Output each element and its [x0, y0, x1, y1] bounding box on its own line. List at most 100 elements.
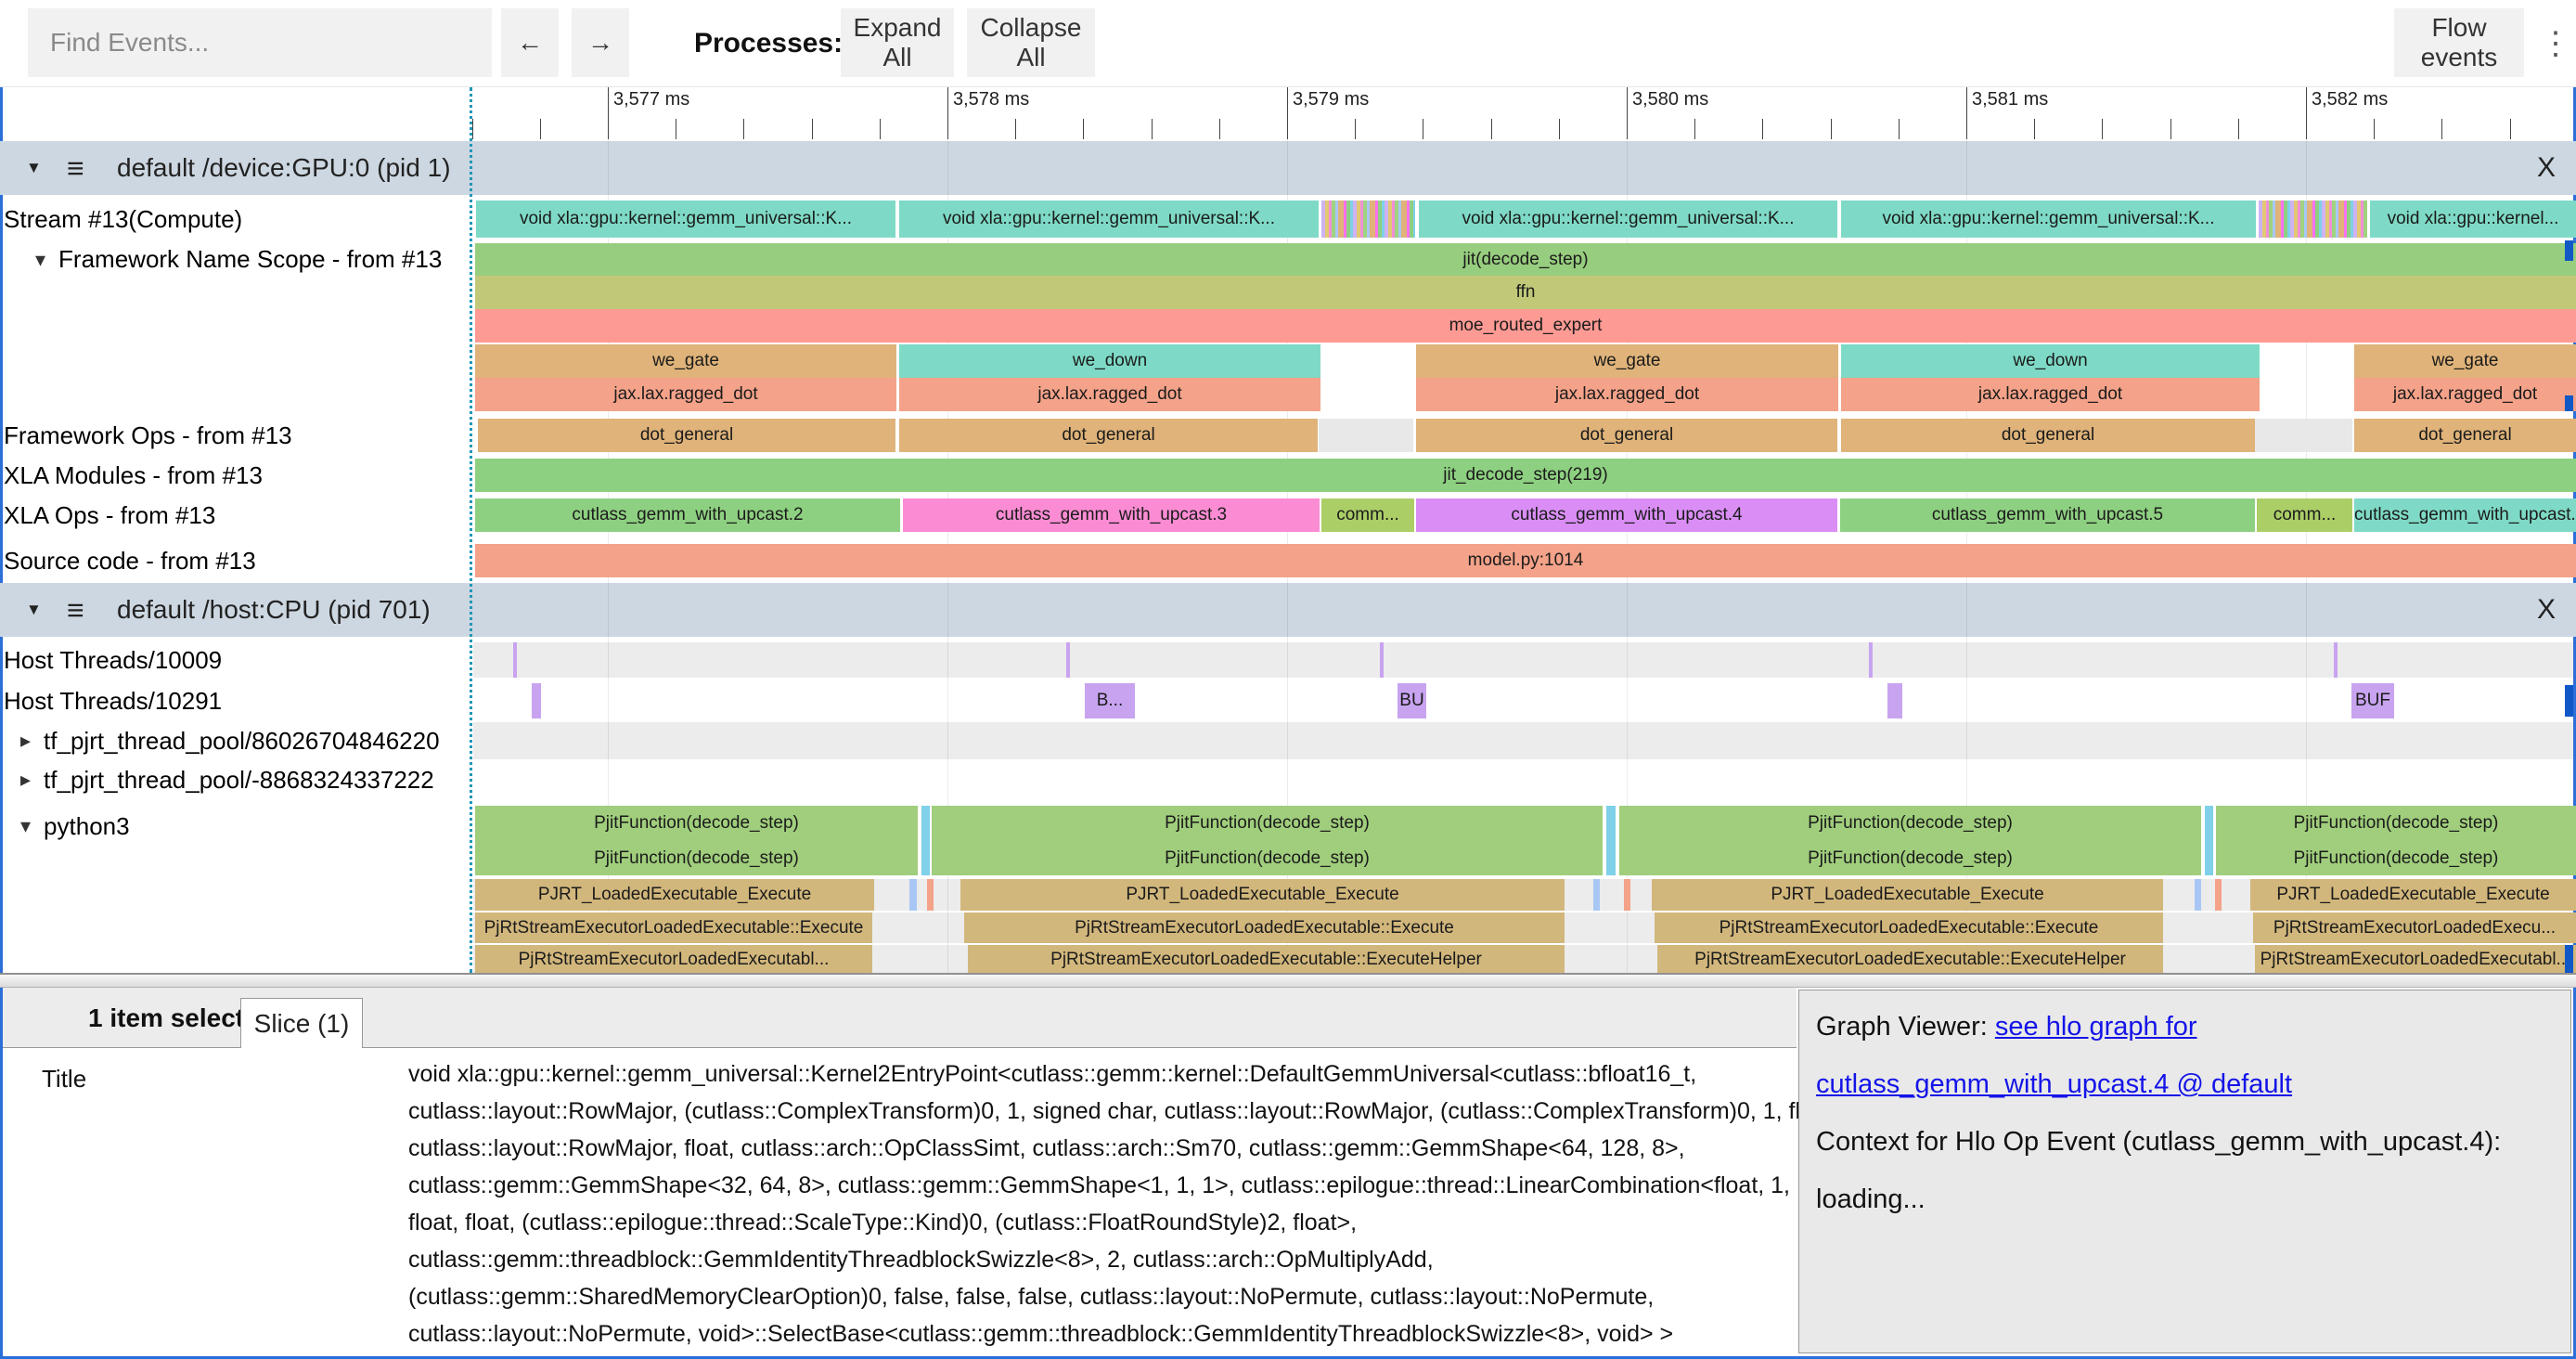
- timeline-slice[interactable]: [2259, 201, 2367, 238]
- timeline-slice[interactable]: [513, 642, 517, 678]
- timeline-slice[interactable]: we_down: [899, 344, 1320, 378]
- timeline-slice[interactable]: PJRT_LoadedExecutable_Execute: [960, 879, 1565, 911]
- timeline-slice[interactable]: [1606, 841, 1616, 875]
- timeline-slice[interactable]: PjRtStreamExecutorLoadedExecutable::Exec…: [1655, 912, 2163, 943]
- timeline-slice[interactable]: ffn: [475, 276, 2576, 309]
- track-label[interactable]: ▸tf_pjrt_thread_pool/86026704846220: [20, 722, 440, 759]
- panel-splitter[interactable]: [0, 973, 2576, 988]
- timeline-slice[interactable]: jax.lax.ragged_dot: [2354, 378, 2576, 411]
- timeline-slice[interactable]: [2205, 806, 2213, 841]
- timeline-slice[interactable]: cutlass_gemm_with_upcast.6: [2354, 498, 2576, 532]
- timeline-slice[interactable]: jit(decode_step): [475, 243, 2576, 276]
- timeline-slice[interactable]: [1869, 642, 1873, 678]
- timeline-slice[interactable]: jax.lax.ragged_dot: [475, 378, 896, 411]
- timeline-slice[interactable]: comm...: [1321, 498, 1414, 532]
- timeline-slice[interactable]: void xla::gpu::kernel...: [2370, 201, 2576, 238]
- next-event-button[interactable]: →: [572, 8, 629, 77]
- search-input[interactable]: [28, 8, 492, 77]
- timeline-slice[interactable]: [1593, 879, 1600, 911]
- close-icon[interactable]: X: [2537, 583, 2556, 637]
- timeline-slice[interactable]: [1319, 419, 1413, 452]
- timeline-slice[interactable]: [2255, 419, 2352, 452]
- chevron-right-icon[interactable]: ▸: [20, 729, 31, 753]
- timeline-slice[interactable]: we_down: [1841, 344, 2260, 378]
- timeline-slice[interactable]: [1380, 642, 1384, 678]
- menu-icon[interactable]: ≡: [67, 583, 84, 637]
- timeline-slice[interactable]: PjRtStreamExecutorLoadedExecutabl...: [475, 945, 872, 975]
- timeline-slice[interactable]: cutlass_gemm_with_upcast.3: [903, 498, 1320, 532]
- timeline-slice[interactable]: [909, 879, 917, 911]
- timeline-slice[interactable]: PjitFunction(decode_step): [932, 806, 1603, 841]
- timeline-slice[interactable]: model.py:1014: [475, 544, 2576, 577]
- timeline-slice[interactable]: void xla::gpu::kernel::gemm_universal::K…: [1841, 201, 2256, 238]
- timeline-slice[interactable]: PjitFunction(decode_step): [475, 841, 918, 875]
- timeline-slice[interactable]: PJRT_LoadedExecutable_Execute: [475, 879, 874, 911]
- timeline-slice[interactable]: dot_general: [899, 419, 1318, 452]
- timeline-slice[interactable]: jax.lax.ragged_dot: [1841, 378, 2260, 411]
- timeline-slice[interactable]: [1606, 806, 1616, 841]
- track-label[interactable]: ▾python3: [20, 806, 130, 847]
- timeline-slice[interactable]: [927, 879, 934, 911]
- timeline-slice[interactable]: cutlass_gemm_with_upcast.2: [475, 498, 900, 532]
- timeline-slice[interactable]: PjitFunction(decode_step): [1619, 806, 2201, 841]
- collapse-all-button[interactable]: Collapse All: [967, 8, 1095, 77]
- chevron-down-icon[interactable]: ▾: [20, 814, 31, 838]
- prev-event-button[interactable]: ←: [501, 8, 559, 77]
- timeline-slice[interactable]: we_gate: [475, 344, 896, 378]
- timeline-slice[interactable]: PJRT_LoadedExecutable_Execute: [2250, 879, 2576, 911]
- timeline-slice[interactable]: jax.lax.ragged_dot: [899, 378, 1320, 411]
- process-header[interactable]: ▼≡default /host:CPU (pid 701)X: [0, 583, 2576, 637]
- timeline-slice[interactable]: [2195, 879, 2201, 911]
- timeline-slice[interactable]: PjitFunction(decode_step): [2216, 806, 2576, 841]
- timeline-slice[interactable]: dot_general: [2354, 419, 2576, 452]
- process-header[interactable]: ▼≡default /device:GPU:0 (pid 1)X: [0, 141, 2576, 195]
- timeline-slice[interactable]: PjRtStreamExecutorLoadedExecutable::Exec…: [968, 945, 1565, 975]
- timeline-slice[interactable]: BU: [1397, 683, 1426, 718]
- chevron-down-icon[interactable]: ▼: [26, 141, 42, 195]
- timeline-slice[interactable]: void xla::gpu::kernel::gemm_universal::K…: [476, 201, 895, 238]
- timeline-slice[interactable]: cutlass_gemm_with_upcast.5: [1840, 498, 2255, 532]
- chevron-down-icon[interactable]: ▾: [35, 248, 45, 272]
- timeline-slice[interactable]: [921, 841, 930, 875]
- flow-events-button[interactable]: Flow events: [2394, 8, 2524, 77]
- timeline-slice[interactable]: B...: [1085, 683, 1135, 718]
- timeline-slice[interactable]: PjRtStreamExecutorLoadedExecutable::Exec…: [964, 912, 1565, 943]
- expand-all-button[interactable]: Expand All: [841, 8, 954, 77]
- timeline-slice[interactable]: [532, 683, 541, 718]
- chevron-down-icon[interactable]: ▼: [26, 583, 42, 637]
- chevron-right-icon[interactable]: ▸: [20, 768, 31, 792]
- timeline-slice[interactable]: we_gate: [2354, 344, 2576, 378]
- timeline-slice[interactable]: [1066, 642, 1070, 678]
- timeline-slice[interactable]: [2334, 642, 2338, 678]
- timeline-slice[interactable]: [2215, 879, 2222, 911]
- timeline-slice[interactable]: comm...: [2257, 498, 2352, 532]
- timeline-slice[interactable]: PjRtStreamExecutorLoadedExecutabl...: [2255, 945, 2576, 975]
- close-icon[interactable]: X: [2537, 141, 2556, 195]
- timeline-slice[interactable]: dot_general: [478, 419, 895, 452]
- timeline-slice[interactable]: [1887, 683, 1902, 718]
- timeline-slice[interactable]: PjitFunction(decode_step): [2216, 841, 2576, 875]
- timeline-slice[interactable]: we_gate: [1416, 344, 1838, 378]
- menu-icon[interactable]: ≡: [67, 141, 84, 195]
- timeline-slice[interactable]: void xla::gpu::kernel::gemm_universal::K…: [899, 201, 1319, 238]
- timeline-slice[interactable]: PjitFunction(decode_step): [932, 841, 1603, 875]
- timeline-slice[interactable]: PjRtStreamExecutorLoadedExecutable::Exec…: [475, 912, 872, 943]
- track-label[interactable]: ▸tf_pjrt_thread_pool/-8868324337222: [20, 761, 434, 798]
- tab-slice[interactable]: Slice (1): [240, 998, 363, 1048]
- timeline-slice[interactable]: PJRT_LoadedExecutable_Execute: [1652, 879, 2163, 911]
- timeline-slice[interactable]: PjitFunction(decode_step): [1619, 841, 2201, 875]
- timeline-slice[interactable]: PjRtStreamExecutorLoadedExecutable::Exec…: [1657, 945, 2163, 975]
- timeline-slice[interactable]: BUF: [2351, 683, 2394, 718]
- kebab-menu-icon[interactable]: ⋮: [2539, 0, 2572, 86]
- timeline-slice[interactable]: jax.lax.ragged_dot: [1416, 378, 1838, 411]
- timeline-slice[interactable]: [1624, 879, 1630, 911]
- timeline-slice[interactable]: [2205, 841, 2213, 875]
- timeline-slice[interactable]: [1321, 201, 1415, 238]
- timeline-slice[interactable]: PjitFunction(decode_step): [475, 806, 918, 841]
- timeline-slice[interactable]: dot_general: [1841, 419, 2255, 452]
- timeline-slice[interactable]: cutlass_gemm_with_upcast.4: [1416, 498, 1837, 532]
- timeline-slice[interactable]: dot_general: [1416, 419, 1837, 452]
- timeline-slice[interactable]: jit_decode_step(219): [475, 459, 2576, 492]
- timeline-slice[interactable]: [921, 806, 930, 841]
- timeline-slice[interactable]: moe_routed_expert: [475, 309, 2576, 343]
